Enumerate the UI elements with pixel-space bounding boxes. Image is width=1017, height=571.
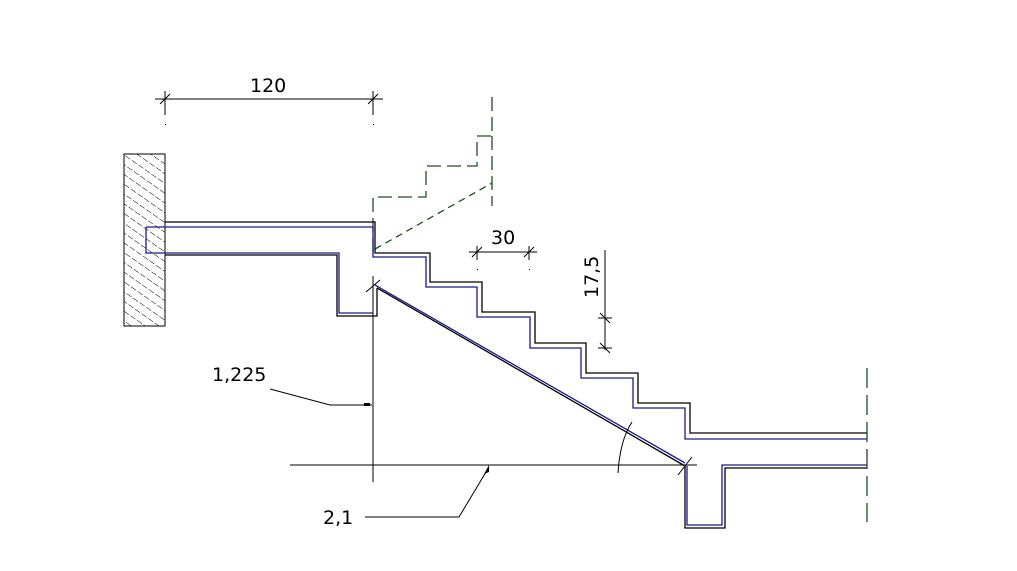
dim-label-2-1: 2,1 bbox=[323, 507, 353, 529]
dim-label-1-225: 1,225 bbox=[212, 364, 266, 386]
dim-label-120: 120 bbox=[250, 75, 286, 97]
stair-outline-black bbox=[165, 221, 867, 529]
leader-run-total: 2,1 bbox=[323, 465, 490, 529]
dimension-tread: 30 bbox=[469, 227, 537, 270]
dimension-landing-length: 120 bbox=[155, 75, 383, 125]
angle-arc bbox=[617, 421, 633, 474]
dimension-riser: 17,5 bbox=[581, 250, 612, 354]
wall-hatched bbox=[123, 153, 166, 327]
stair-outline-blue bbox=[145, 226, 867, 526]
dim-label-17-5: 17,5 bbox=[581, 256, 603, 298]
reference-lines bbox=[290, 276, 697, 482]
leader-rise-total: 1,225 bbox=[212, 364, 372, 406]
hidden-steps-dashed bbox=[372, 97, 493, 252]
dim-label-30: 30 bbox=[491, 227, 515, 249]
